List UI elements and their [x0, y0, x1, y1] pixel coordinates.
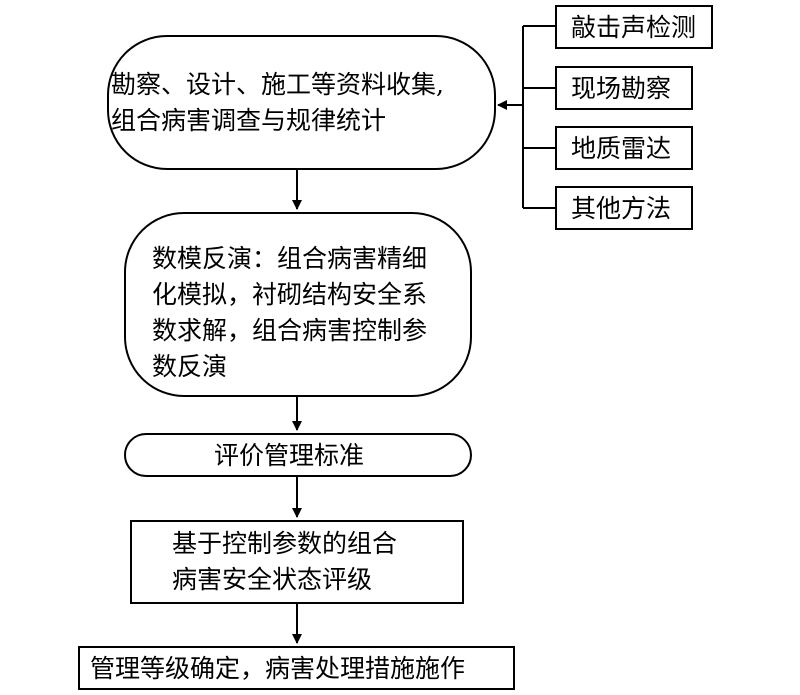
step2-line-2: 化模拟，衬砌结构安全系 — [152, 280, 428, 309]
step3-evaluation-standard-box: 评价管理标准 — [124, 433, 472, 477]
method-label: 地质雷达 — [571, 134, 672, 163]
step1-line-2: 组合病害调查与规律统计 — [111, 106, 387, 135]
step5-management-level-box: 管理等级确定，病害处理措施施作 — [78, 646, 515, 690]
step2-line-4: 数反演 — [152, 352, 228, 381]
method-box-ground-radar: 地质雷达 — [555, 126, 693, 170]
method-label: 敲击声检测 — [571, 13, 697, 42]
method-box-other-methods: 其他方法 — [555, 186, 693, 230]
step4-line-2: 病害安全状态评级 — [172, 565, 373, 594]
method-box-site-survey: 现场勘察 — [555, 66, 693, 110]
step2-line-1: 数模反演：组合病害精细 — [152, 244, 428, 273]
step1-data-collection-box: 勘察、设计、施工等资料收集, 组合病害调查与规律统计 — [107, 35, 496, 170]
step2-numerical-inversion-box: 数模反演：组合病害精细 化模拟，衬砌结构安全系 数求解，组合病害控制参 数反演 — [124, 212, 472, 397]
step2-line-3: 数求解，组合病害控制参 — [152, 316, 428, 345]
method-label: 现场勘察 — [571, 74, 672, 103]
step4-line-1: 基于控制参数的组合 — [172, 529, 398, 558]
method-box-knock-test: 敲击声检测 — [555, 5, 713, 49]
method-label: 其他方法 — [571, 194, 672, 223]
step5-label: 管理等级确定，病害处理措施施作 — [90, 654, 466, 683]
step3-label: 评价管理标准 — [214, 441, 365, 470]
step1-line-1: 勘察、设计、施工等资料收集, — [111, 70, 444, 99]
step4-safety-rating-box: 基于控制参数的组合 病害安全状态评级 — [130, 520, 464, 604]
